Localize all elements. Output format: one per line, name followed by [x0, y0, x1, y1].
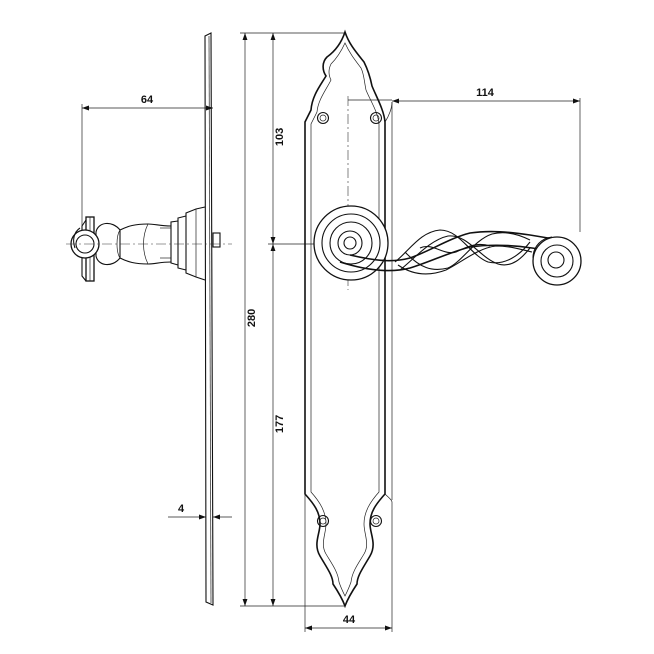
- dim-label-upper-height: 103: [274, 128, 286, 146]
- front-backplate-outline: [304, 29, 386, 609]
- dim-label-total-height: 280: [246, 309, 258, 327]
- side-rose: [160, 206, 206, 281]
- dim-side-projection: 64: [81, 94, 213, 226]
- dim-plate-width: 44: [304, 494, 393, 632]
- front-handle-rose: [313, 205, 389, 281]
- front-twisted-lever: [339, 229, 582, 286]
- dim-label-plate-thickness: 4: [178, 503, 185, 515]
- side-spindle: [212, 232, 221, 248]
- dim-label-lower-height: 177: [274, 415, 286, 433]
- dim-lever-length: 114: [392, 87, 581, 232]
- side-backplate-inner-edge: [208, 35, 212, 604]
- side-backplate: [204, 32, 214, 606]
- side-view: 64 4: [66, 32, 232, 606]
- dim-label-side-projection: 64: [141, 94, 154, 106]
- dim-label-lever-length: 114: [476, 87, 495, 99]
- dim-label-plate-width: 44: [343, 614, 356, 626]
- front-screw-holes: [316, 111, 383, 528]
- front-backplate-inner: [310, 42, 380, 597]
- height-dimensions: 280 103 177: [240, 32, 350, 607]
- dim-plate-thickness: 4: [168, 503, 232, 520]
- front-view: 114 44: [304, 29, 582, 632]
